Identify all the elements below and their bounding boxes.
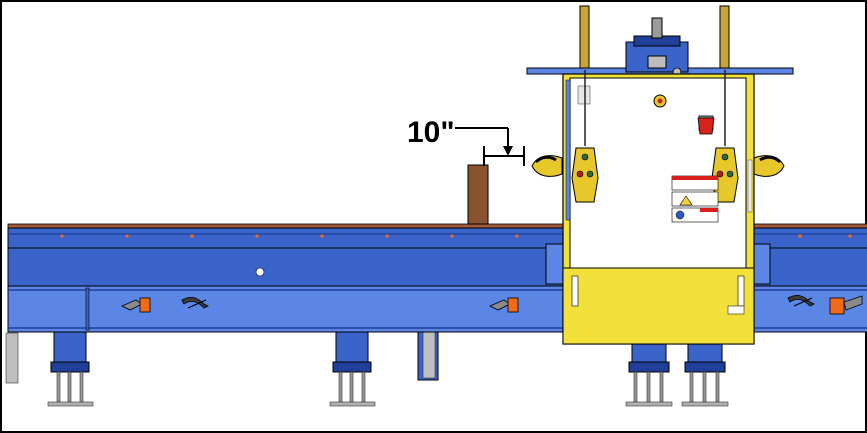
rivet: [515, 234, 519, 238]
cabinet-top-assembly: [526, 5, 794, 77]
rivet: [125, 234, 129, 238]
clamp-with-lever: [121, 297, 151, 313]
rivet: [798, 234, 802, 238]
workpiece-block: [467, 164, 489, 225]
left-pendant-control: [571, 147, 599, 203]
support-leg: [681, 341, 729, 407]
support-legs: [5, 287, 729, 407]
dimension-annotation: 10": [407, 116, 525, 166]
rail-rivets: [60, 234, 852, 238]
support-leg: [625, 341, 673, 407]
cabinet-lower-skirt: [562, 267, 755, 345]
clamp-with-lever: [489, 297, 519, 313]
right-pendant-control: [711, 147, 739, 203]
control-cabinet: [545, 70, 771, 345]
support-cylinder-left: [5, 332, 19, 384]
dimension-label: 10": [407, 116, 455, 149]
rivet: [385, 234, 389, 238]
support-cylinder: [417, 329, 439, 381]
rivet: [848, 234, 852, 238]
rivet: [190, 234, 194, 238]
clamp-right-edge: [829, 295, 863, 315]
handle-lever: [787, 294, 815, 307]
rail-clamps: [121, 294, 863, 315]
emergency-stop-knob: [697, 115, 715, 135]
rivet: [450, 234, 454, 238]
support-leg: [329, 329, 376, 407]
rivet: [60, 234, 64, 238]
left-grip-handle: [531, 155, 563, 177]
rail-hole: [255, 267, 265, 277]
rivet: [255, 234, 259, 238]
right-pole: [719, 5, 730, 71]
handle-lever: [181, 296, 209, 309]
rivet: [320, 234, 324, 238]
warning-labels: [671, 175, 719, 223]
left-pole: [579, 5, 590, 71]
